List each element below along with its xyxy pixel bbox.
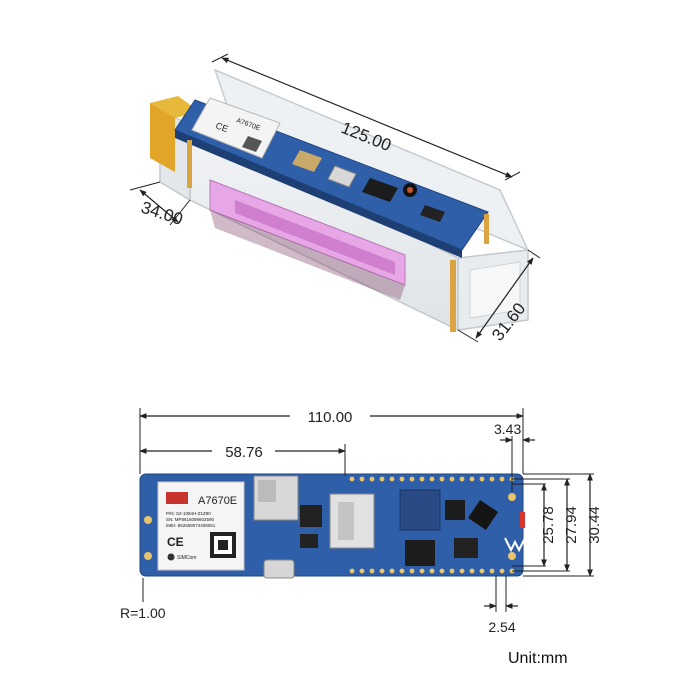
module-model-label: A7670E xyxy=(198,495,237,507)
height-2-label: 27.94 xyxy=(563,506,580,544)
height-1-label: 25.78 xyxy=(540,506,557,544)
svg-text:CE: CE xyxy=(167,535,184,549)
pin-header-bottom xyxy=(349,568,515,574)
height-3-label: 30.44 xyxy=(586,506,603,544)
sim-module: A7670E P/N: S2-1084H-Z1Z90 SN: MP8615098… xyxy=(157,481,245,571)
corner-radius-label: R=1.00 xyxy=(120,605,166,621)
module-brand-label: SIMCom xyxy=(177,555,196,561)
board-top-view: A7670E P/N: S2-1084H-Z1Z90 SN: MP8615098… xyxy=(120,408,603,635)
hole-offset-label: 3.43 xyxy=(494,421,521,437)
unit-label: Unit:mm xyxy=(508,650,568,667)
enclosure-3d-view: A7670E CE 125.00 34.00 31.60 xyxy=(129,53,541,344)
case-width-label: 34.00 xyxy=(139,198,185,229)
pin-pitch-label: 2.54 xyxy=(488,619,515,635)
module-imei-label: IMEI: 862559074408061 xyxy=(166,523,216,528)
pin-header-top xyxy=(349,476,515,482)
board-length-label: 110.00 xyxy=(308,409,353,426)
camera-offset-label: 58.76 xyxy=(225,444,263,461)
module-pn-label: P/N: S2-1084H-Z1Z90 xyxy=(166,511,211,516)
module-sn-label: SN: MP8615098602590 xyxy=(166,517,215,522)
